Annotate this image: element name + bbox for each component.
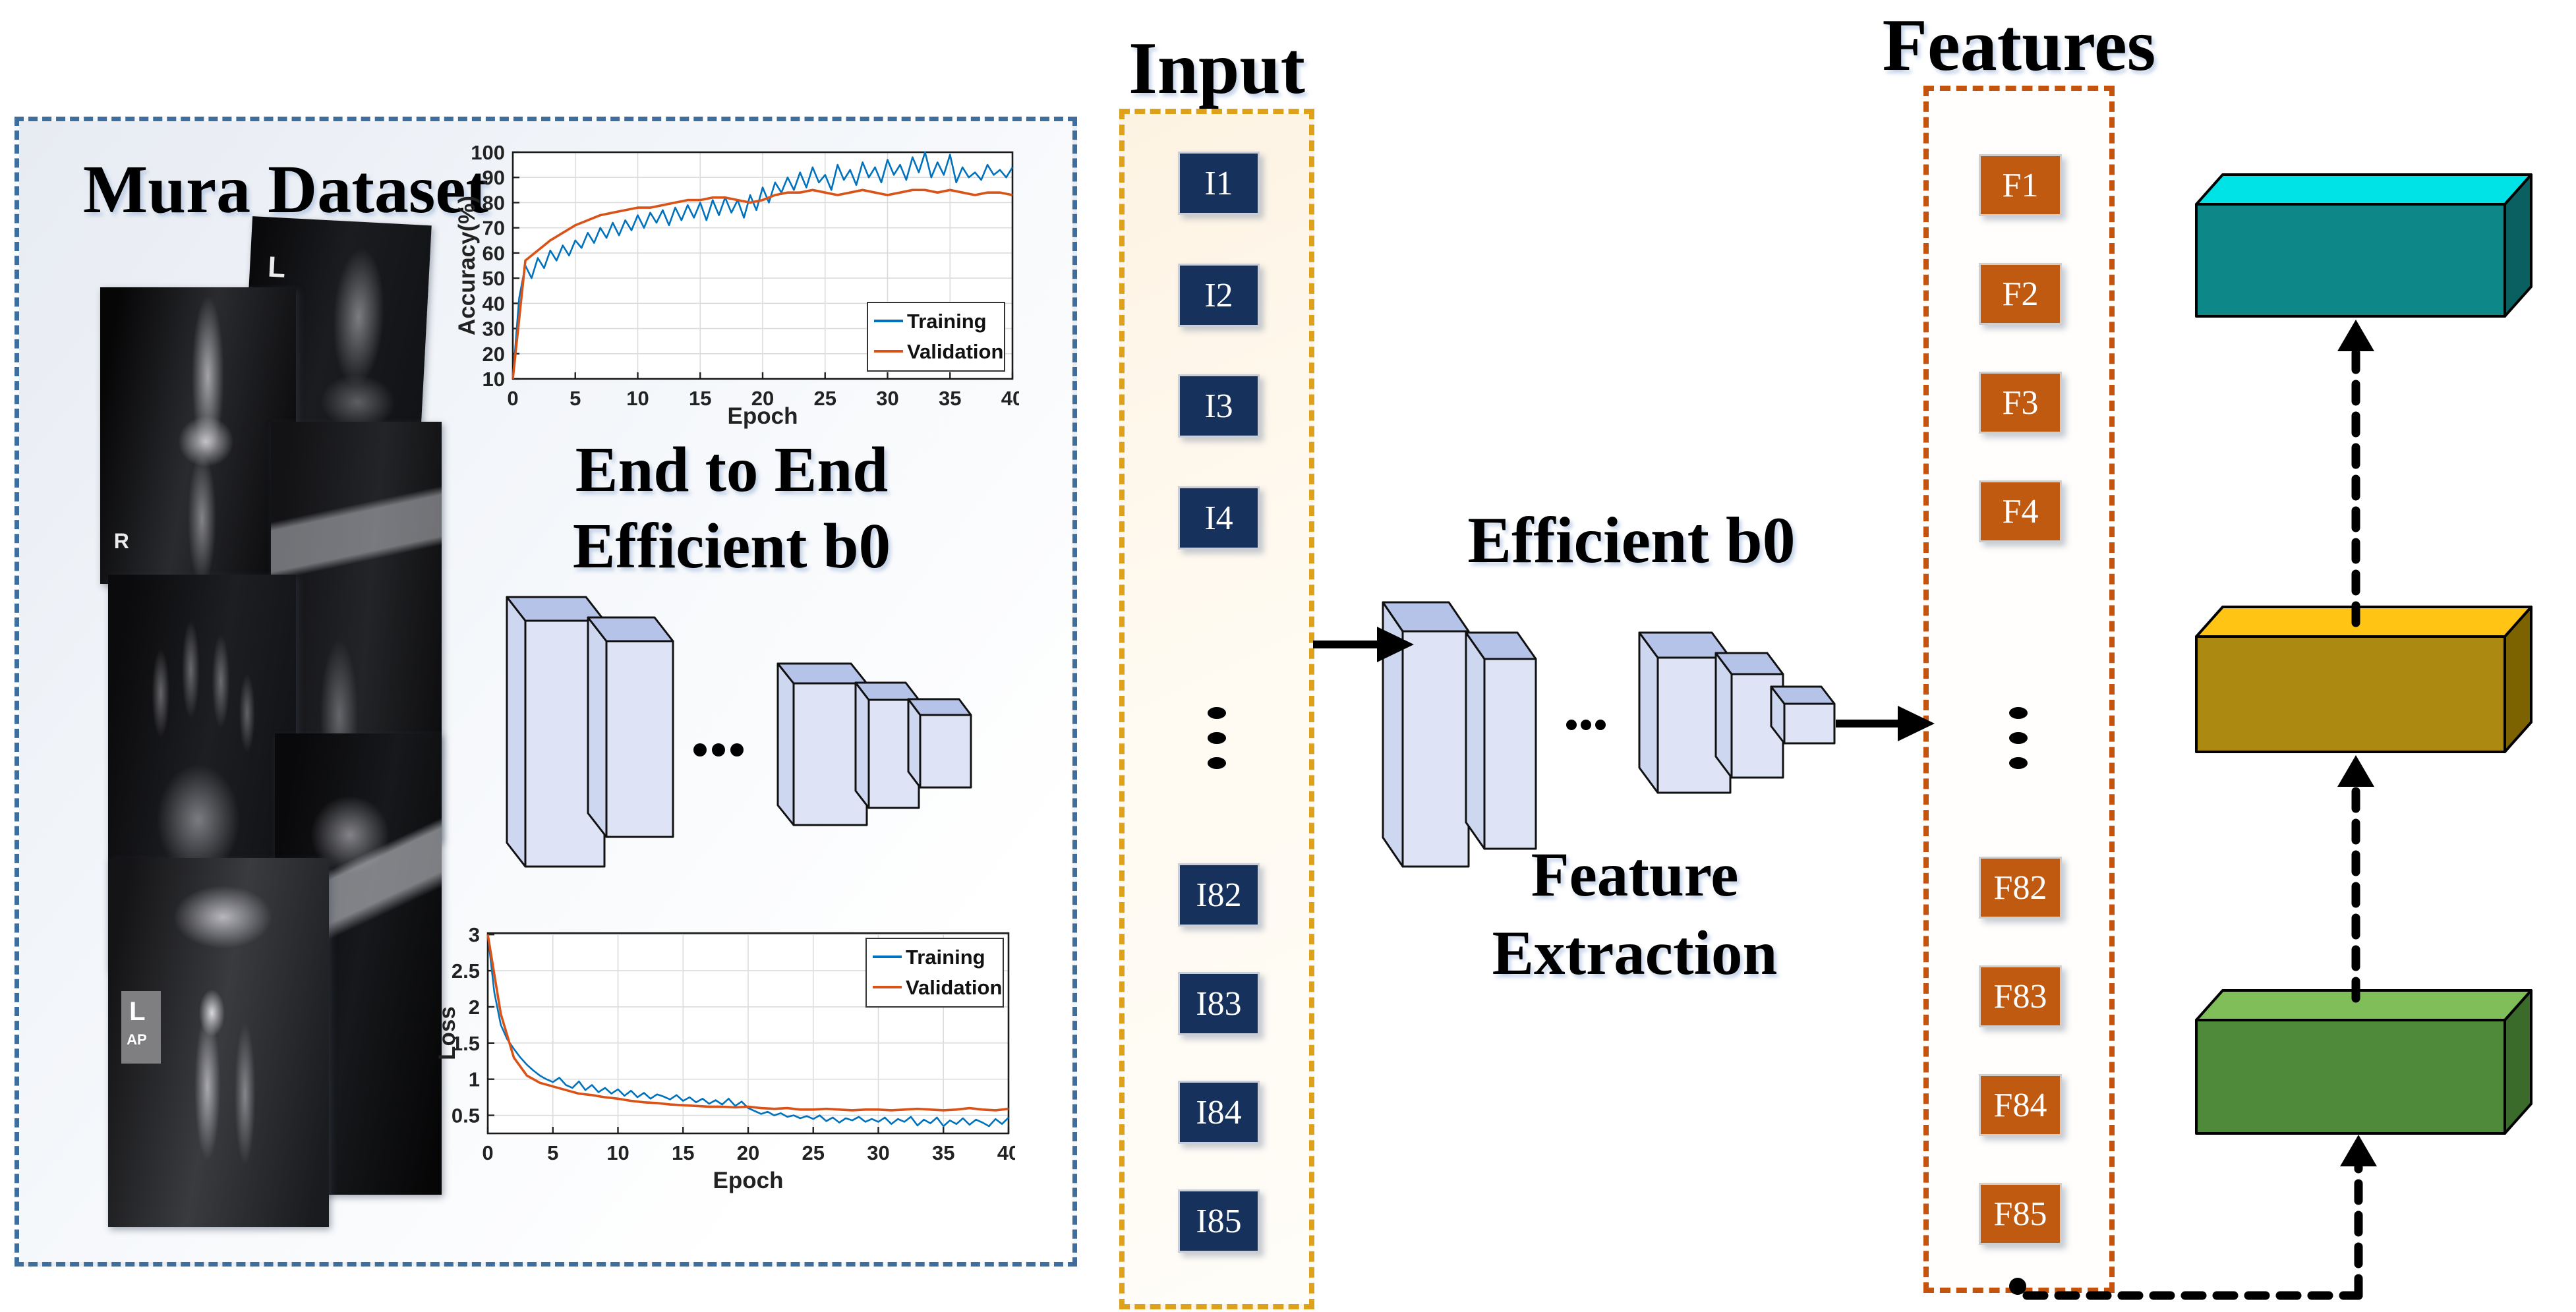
svg-text:30: 30 xyxy=(867,1141,889,1164)
xray-marker-l: L xyxy=(267,250,287,285)
svg-text:60: 60 xyxy=(483,242,505,265)
input-item-I85: I85 xyxy=(1178,1189,1260,1253)
feature-item-F84: F84 xyxy=(1979,1074,2062,1136)
svg-text:20: 20 xyxy=(737,1141,759,1164)
mura-dataset-title: Mura Dataset xyxy=(83,152,489,227)
feature-merge-box-label: Feature Merge xyxy=(2223,1052,2478,1100)
svg-text:Loss: Loss xyxy=(435,1006,460,1060)
svg-text:30: 30 xyxy=(876,387,898,410)
input-item-I3: I3 xyxy=(1178,374,1260,438)
svg-text:Epoch: Epoch xyxy=(713,1168,784,1193)
feature-item-F4: F4 xyxy=(1979,480,2062,542)
feature-item-F83: F83 xyxy=(1979,965,2062,1027)
svg-text:25: 25 xyxy=(802,1141,825,1164)
xray-marker-wrist-l: L xyxy=(129,996,146,1026)
svg-text:15: 15 xyxy=(689,387,711,410)
svg-text:10: 10 xyxy=(483,368,505,391)
xray-image-elbow: R xyxy=(100,287,296,584)
svg-text:1: 1 xyxy=(469,1068,480,1091)
svg-text:20: 20 xyxy=(751,387,774,410)
input-item-I2: I2 xyxy=(1178,264,1260,327)
svg-text:Validation: Validation xyxy=(907,340,1003,363)
end-to-end-line1: End to End xyxy=(575,434,889,505)
svg-text:30: 30 xyxy=(483,318,505,341)
feature-item-F3: F3 xyxy=(1979,372,2062,434)
svg-text:0: 0 xyxy=(507,387,518,410)
input-item-I82: I82 xyxy=(1178,863,1260,927)
feature-selection-box-label: Feature Selection xyxy=(2198,670,2502,718)
svg-text:3: 3 xyxy=(469,923,480,946)
loss-chart-svg: 0 5 10 15 20 25 30 35 40 0.5 1 1.5 2 2.5 3TrainingVali… xyxy=(435,923,1015,1193)
svg-text:Epoch: Epoch xyxy=(728,403,798,429)
features-title: Features xyxy=(1882,5,2156,86)
feature-extraction-line2: Extraction xyxy=(1492,917,1778,988)
svg-text:1.5: 1.5 xyxy=(452,1032,480,1055)
svg-text:80: 80 xyxy=(483,191,505,214)
svg-text:15: 15 xyxy=(672,1141,694,1164)
feature-extraction-caption: Feature Extraction xyxy=(1430,836,1839,992)
feature-item-F1: F1 xyxy=(1979,154,2062,216)
input-item-I84: I84 xyxy=(1178,1081,1260,1144)
xray-marker-plate: L AP xyxy=(121,990,161,1064)
svg-text:25: 25 xyxy=(814,387,836,410)
input-item-I4: I4 xyxy=(1178,486,1260,550)
input-item-I83: I83 xyxy=(1178,972,1260,1035)
svg-text:Validation: Validation xyxy=(906,976,1002,999)
svg-text:Accuracy(%): Accuracy(%) xyxy=(455,196,480,335)
svg-text:40: 40 xyxy=(997,1141,1015,1164)
feature-item-F2: F2 xyxy=(1979,263,2062,325)
classification-box-label: Classification xyxy=(2231,236,2471,284)
end-to-end-title: End to End Efficient b0 xyxy=(508,432,956,585)
svg-text:2: 2 xyxy=(469,996,480,1019)
svg-text:90: 90 xyxy=(483,166,505,189)
xray-marker-r: R xyxy=(113,529,129,553)
input-title: Input xyxy=(1128,28,1305,109)
svg-text:100: 100 xyxy=(471,141,505,164)
svg-text:0: 0 xyxy=(482,1141,493,1164)
svg-text:Training: Training xyxy=(906,946,985,969)
svg-text:10: 10 xyxy=(606,1141,629,1164)
xray-image-wrist: L AP xyxy=(108,858,329,1227)
svg-text:5: 5 xyxy=(570,387,581,410)
svg-text:20: 20 xyxy=(483,343,505,366)
svg-text:35: 35 xyxy=(939,387,961,410)
xray-marker-wrist-ap: AP xyxy=(127,1031,147,1048)
feature-item-F85: F85 xyxy=(1979,1183,2062,1245)
svg-text:10: 10 xyxy=(626,387,649,410)
input-item-I1: I1 xyxy=(1178,152,1260,215)
svg-text:50: 50 xyxy=(483,267,505,290)
svg-text:40: 40 xyxy=(1001,387,1019,410)
svg-text:70: 70 xyxy=(483,217,505,240)
end-to-end-line2: Efficient b0 xyxy=(572,511,891,582)
svg-text:5: 5 xyxy=(547,1141,558,1164)
svg-text:40: 40 xyxy=(483,292,505,315)
efficientb0-title: Efficient b0 xyxy=(1467,503,1796,577)
feature-extraction-line1: Feature xyxy=(1531,840,1739,909)
svg-text:Training: Training xyxy=(907,310,987,333)
svg-text:35: 35 xyxy=(932,1141,954,1164)
svg-text:2.5: 2.5 xyxy=(452,959,480,983)
feature-item-F82: F82 xyxy=(1979,857,2062,919)
svg-text:0.5: 0.5 xyxy=(452,1104,480,1127)
